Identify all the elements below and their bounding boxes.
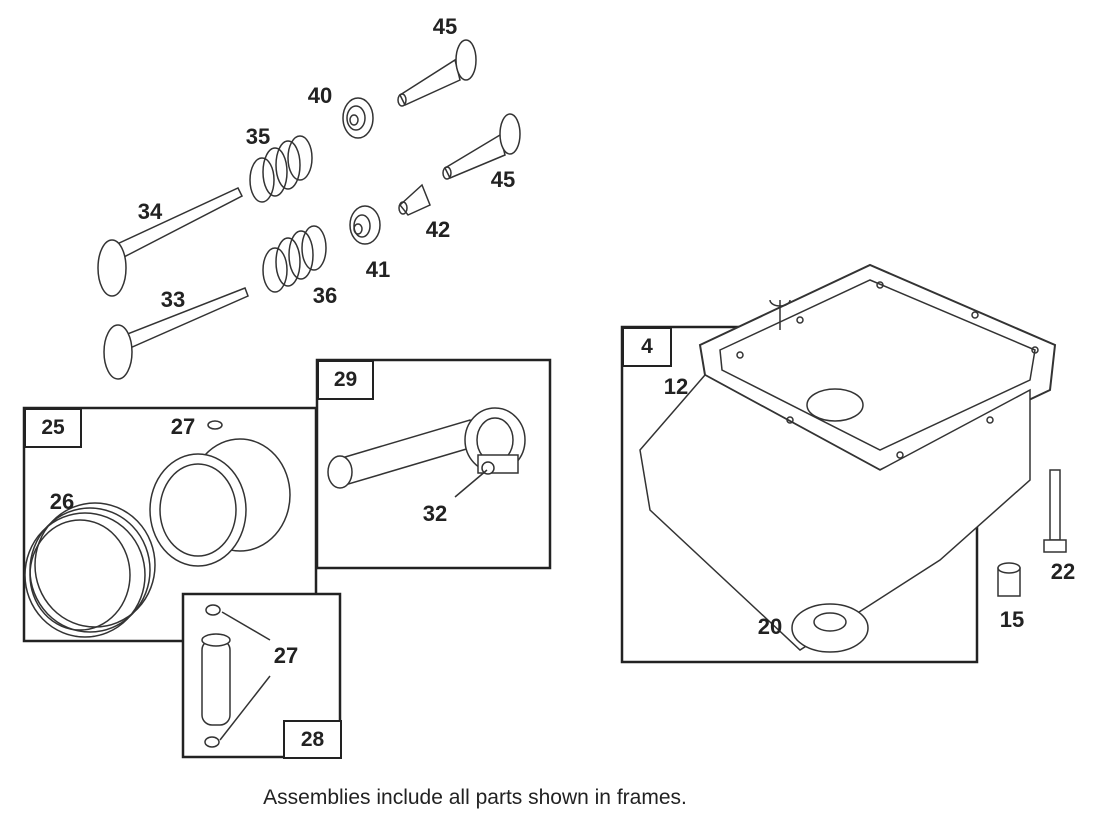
part-label-36: 36 (312, 283, 338, 308)
diagram-caption: Assemblies include all parts shown in fr… (263, 786, 687, 809)
wrist-pin (201, 604, 271, 748)
frame-label-28: 28 (283, 720, 342, 759)
frame-label-25: 25 (24, 408, 82, 448)
frame-number: 25 (41, 416, 65, 439)
spring-35 (249, 135, 313, 203)
drain-plug-15 (997, 562, 1021, 597)
frame-number: 4 (641, 335, 653, 358)
valve-33 (103, 287, 249, 380)
part-label-15: 15 (999, 607, 1025, 632)
frame-label-29: 29 (317, 360, 374, 400)
part-label-12: 12 (663, 374, 689, 399)
connecting-rod (327, 407, 526, 498)
part-label-20: 20 (757, 614, 783, 639)
bolt-22 (1043, 469, 1067, 553)
part-label-41: 41 (365, 257, 391, 282)
part-label-35: 35 (245, 124, 271, 149)
valve-34 (97, 187, 244, 297)
frame-number: 28 (300, 727, 325, 751)
collet-42 (398, 183, 431, 216)
tappet-45-top (397, 39, 477, 107)
piston-rings-26 (24, 502, 156, 638)
retainer-40 (342, 97, 374, 139)
frame-number: 29 (333, 368, 358, 391)
part-label-33: 33 (160, 287, 186, 312)
part-label-32: 32 (422, 501, 448, 526)
tappet-45-bottom (442, 113, 521, 180)
part-label-27: 27 (170, 414, 196, 439)
part-label-26: 26 (49, 489, 75, 514)
part-label-34: 34 (137, 199, 163, 224)
piston (149, 420, 291, 567)
part-label-45: 45 (432, 14, 458, 39)
part-label-42: 42 (425, 217, 451, 242)
oil-seal-20 (791, 603, 869, 653)
crankcase-sump (639, 263, 1057, 651)
part-label-40: 40 (307, 83, 333, 108)
frame-label-4: 4 (622, 327, 672, 367)
spring-36 (262, 225, 327, 293)
part-label-22: 22 (1050, 559, 1076, 584)
part-label-27b: 27 (273, 643, 299, 668)
part-label-45b: 45 (490, 167, 516, 192)
retainer-41 (349, 205, 381, 245)
